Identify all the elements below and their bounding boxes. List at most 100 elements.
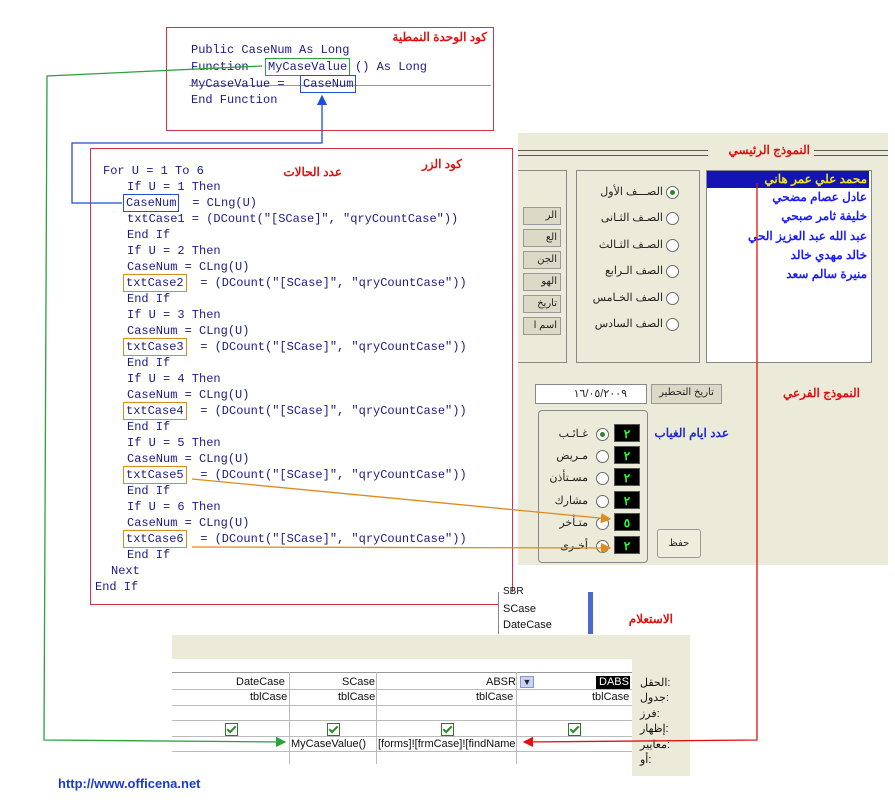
case-radio[interactable] [596, 495, 609, 508]
code-line: = (DCount("[SCase]", "qryCountCase")) [193, 468, 467, 482]
table-cell[interactable]: tblCase [476, 691, 514, 703]
student-item[interactable]: عبد الله عبد العزيز الحي [748, 229, 867, 243]
show-checkbox[interactable] [225, 723, 238, 736]
code-line: () As Long [355, 60, 428, 74]
case-count: ٥ [614, 513, 640, 531]
code-line: CaseNum = CLng(U) [127, 260, 250, 274]
code-line: Function [191, 60, 256, 74]
caseNum-highlight: CaseNum [300, 75, 357, 93]
query-grid-band [172, 635, 690, 659]
code-line: If U = 6 Then [127, 500, 221, 514]
student-item[interactable]: خليفة ثامر صبحي [781, 209, 867, 223]
show-checkbox[interactable] [441, 723, 454, 736]
field-cell[interactable]: DABS [599, 676, 629, 688]
case-radio[interactable] [596, 540, 609, 553]
row-label: أو: [640, 754, 652, 766]
case-count: ٢ [614, 446, 640, 464]
criteria-cell[interactable]: [forms]![frmCase]![findName [378, 738, 515, 750]
grade-radio[interactable] [666, 292, 679, 305]
case-radio[interactable] [596, 517, 609, 530]
code-line: If U = 3 Then [127, 308, 221, 322]
grid-line [172, 689, 632, 690]
button-code-subtitle: عدد الحالات [283, 165, 342, 179]
grid-line [172, 720, 632, 721]
student-item[interactable]: منيرة سالم سعد [786, 267, 867, 281]
case-label: متـأخر [559, 517, 588, 529]
code-line: End If [127, 484, 171, 498]
field-cell[interactable]: SCase [342, 676, 376, 688]
case-count: ٢ [614, 468, 640, 486]
form-divider [518, 155, 888, 156]
grade-radio[interactable] [666, 265, 679, 278]
grid-line [172, 751, 632, 752]
case-label: غـائـب [558, 428, 588, 440]
table-cell[interactable]: tblCase [250, 691, 288, 703]
side-button[interactable]: الجن [523, 251, 561, 269]
myCaseValue-highlight: MyCaseValue [265, 58, 351, 76]
txtCase-highlight: txtCase2 [123, 274, 187, 292]
grade-radio[interactable] [666, 239, 679, 252]
grade-label: الصف السادس [594, 318, 663, 330]
caseNum-highlight: CaseNum [123, 194, 180, 212]
form-divider [518, 150, 888, 151]
student-item[interactable]: عادل عصام مضحي [772, 190, 867, 204]
query-title: الاستعلام [628, 612, 673, 626]
side-button[interactable]: اسم ا [523, 317, 561, 335]
date-label: تاريخ التحطير [651, 384, 722, 404]
grade-radio[interactable] [666, 318, 679, 331]
side-button[interactable]: الر [523, 207, 561, 225]
student-item[interactable]: محمد علي عمر هاني [764, 172, 867, 186]
case-label: مشارك [554, 495, 588, 507]
code-line: CaseNum = CLng(U) [127, 324, 250, 338]
criteria-cell[interactable]: MyCaseValue() [291, 738, 366, 750]
row-label: معايير: [640, 739, 671, 751]
case-radio[interactable] [596, 450, 609, 463]
code-line: End If [95, 580, 139, 594]
code-line: = (DCount("[SCase]", "qryCountCase")) [193, 404, 467, 418]
student-item[interactable]: خالد مهدي خالد [790, 248, 867, 262]
code-line: MyCaseValue = [191, 77, 292, 91]
grade-radio[interactable] [666, 186, 679, 199]
case-radio[interactable] [596, 428, 609, 441]
case-label: أخـرى [560, 540, 588, 552]
button-code-title: كود الزر [422, 157, 462, 171]
show-checkbox[interactable] [327, 723, 340, 736]
grade-radio[interactable] [666, 212, 679, 225]
case-count: ٢ [614, 424, 640, 442]
side-button[interactable]: الع [523, 229, 561, 247]
grade-label: الصـف الثـالث [598, 239, 663, 251]
code-line: = (DCount("[SCase]", "qryCountCase")) [193, 340, 467, 354]
code-line: CaseNum = CLng(U) [127, 452, 250, 466]
grid-col-line [376, 672, 377, 764]
field-cell[interactable]: ABSR [486, 676, 516, 688]
row-label: الحقل: [640, 677, 671, 689]
case-radio[interactable] [596, 472, 609, 485]
show-checkbox[interactable] [568, 723, 581, 736]
table-cell[interactable]: tblCase [338, 691, 376, 703]
grid-col-line [289, 672, 290, 764]
code-line: End If [127, 356, 171, 370]
row-label: جدول: [640, 692, 669, 704]
footer-url[interactable]: http://www.officena.net [58, 776, 201, 791]
side-button[interactable]: الهو [523, 273, 561, 291]
code-line: = (DCount("[SCase]", "qryCountCase")) [193, 276, 467, 290]
txtCase-highlight: txtCase3 [123, 338, 187, 356]
side-button[interactable]: تاريخ [523, 295, 561, 313]
fields-list-scrollbar[interactable] [588, 592, 593, 634]
grid-line [172, 736, 632, 737]
field-name: SBR [503, 586, 524, 597]
code-line: Next [111, 564, 140, 578]
code-line: End If [127, 548, 171, 562]
code-line: Public CaseNum As Long [191, 43, 350, 57]
code-line: End Function [191, 93, 278, 107]
grade-label: الصـــف الأول [600, 186, 663, 198]
dropdown-arrow-icon[interactable]: ▼ [520, 676, 534, 688]
table-cell[interactable]: tblCase [592, 691, 630, 703]
code-line: = (DCount("[SCase]", "qryCountCase")) [193, 532, 467, 546]
code-line: If U = 5 Then [127, 436, 221, 450]
field-cell[interactable]: DateCase [236, 676, 285, 688]
code-line: If U = 1 Then [127, 180, 221, 194]
save-button[interactable]: حفظ [657, 529, 701, 558]
module-code-title: كود الوحدة النمطية [392, 30, 487, 44]
code-line: End If [127, 228, 171, 242]
